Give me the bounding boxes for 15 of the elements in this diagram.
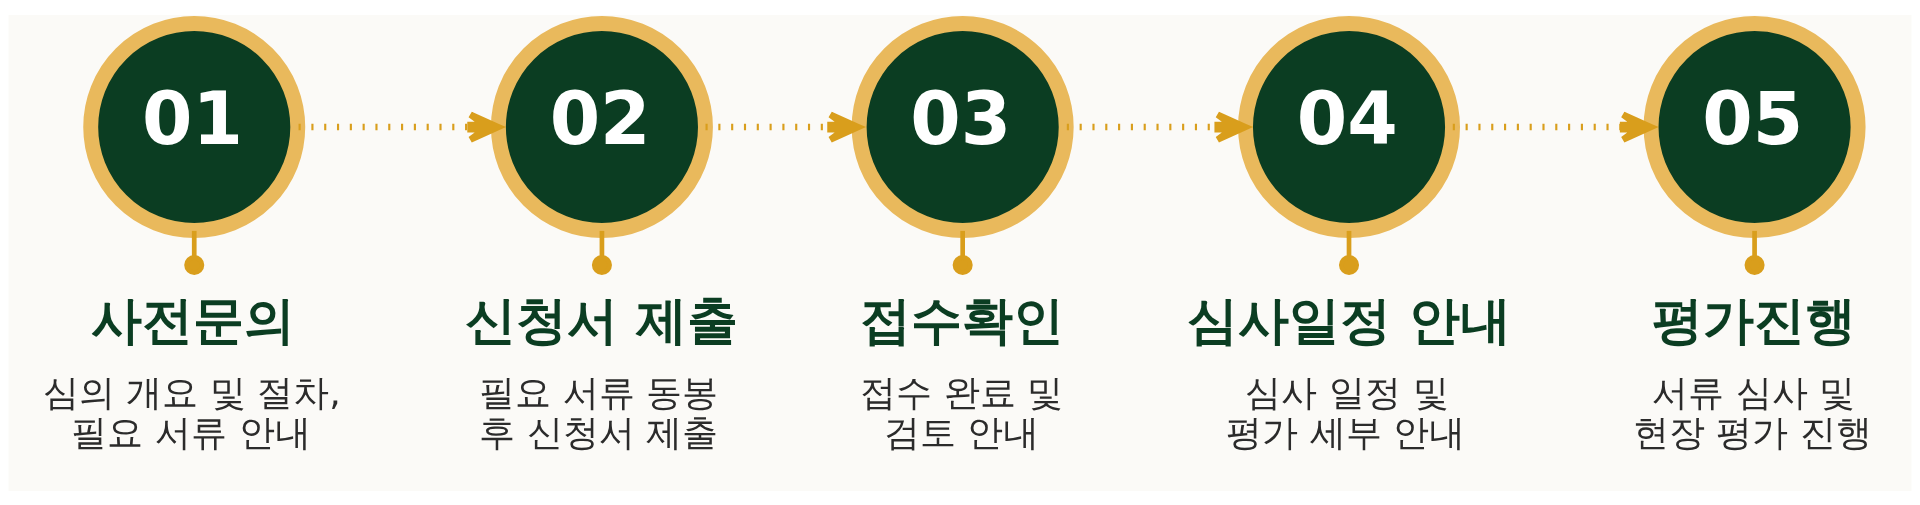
node-text: 접수확인 접수 완료 및 검토 안내 — [860, 289, 1065, 454]
connector — [1744, 230, 1765, 275]
node-circle: 02 — [490, 15, 713, 238]
node-text: 신청서 제출 필요 서류 동봉 후 신청서 제출 — [465, 289, 739, 454]
node-circle: 05 — [1643, 15, 1866, 238]
connector — [1339, 230, 1360, 275]
node-text: 심사일정 안내 심사 일정 및 평가 세부 안내 — [1186, 289, 1511, 454]
node-text: 평가진행 서류 심사 및 현장 평가 진행 — [1632, 289, 1872, 454]
node-text: 사전문의 심의 개요 및 절차, 필요 서류 안내 — [42, 289, 341, 454]
node-circle: 04 — [1238, 15, 1460, 238]
connector — [952, 230, 973, 275]
node-circle: 03 — [851, 15, 1074, 238]
node-circle: 01 — [83, 15, 306, 238]
connector — [184, 230, 205, 275]
connector — [591, 230, 612, 275]
